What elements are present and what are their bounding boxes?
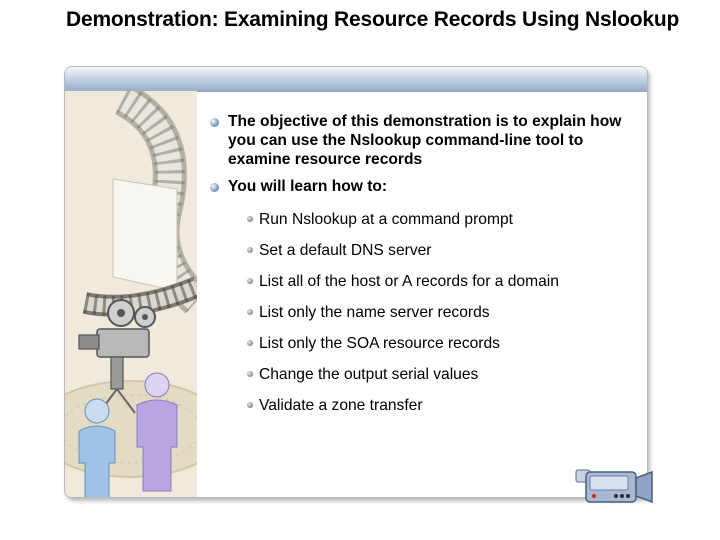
list-item: List all of the host or A records for a … [246, 272, 648, 291]
movie-projector-icon [78, 299, 156, 414]
dot-icon [247, 340, 253, 346]
film-reel-art [65, 91, 197, 497]
list-item: List only the name server records [246, 303, 648, 322]
dot-icon [247, 371, 253, 377]
slide-title: Demonstration: Examining Resource Record… [66, 8, 680, 31]
list-item: Run Nslookup at a command prompt [246, 210, 648, 229]
bullet-item-learn: You will learn how to: [208, 177, 648, 196]
list-item: List only the SOA resource records [246, 334, 648, 353]
content-frame [64, 66, 648, 498]
list-item-text: List all of the host or A records for a … [259, 273, 559, 290]
subbullet-list: Run Nslookup at a command prompt Set a d… [246, 210, 648, 415]
decorative-art-svg [65, 91, 197, 497]
list-item-text: Change the output serial values [259, 366, 479, 383]
frame-top-bar [65, 67, 647, 92]
list-item: Validate a zone transfer [246, 396, 648, 415]
dot-icon [247, 278, 253, 284]
dot-icon [247, 247, 253, 253]
list-item: Change the output serial values [246, 365, 648, 384]
list-item-text: List only the SOA resource records [259, 335, 500, 352]
list-item-text: Validate a zone transfer [259, 397, 423, 414]
bullet-text: The objective of this demonstration is t… [228, 113, 622, 168]
people-figures [78, 372, 178, 497]
dot-icon [247, 309, 253, 315]
list-item-text: List only the name server records [259, 304, 490, 321]
bullet-item-objective: The objective of this demonstration is t… [208, 112, 648, 169]
bullet-text: You will learn how to: [228, 178, 388, 195]
bullet-icon [210, 183, 219, 192]
list-item-text: Set a default DNS server [259, 242, 432, 259]
dot-icon [247, 216, 253, 222]
bullet-content: The objective of this demonstration is t… [208, 112, 648, 427]
video-camera-icon [575, 469, 653, 504]
list-item-text: Run Nslookup at a command prompt [259, 211, 513, 228]
list-item: Set a default DNS server [246, 241, 648, 260]
dot-icon [247, 402, 253, 408]
bullet-icon [210, 118, 219, 127]
